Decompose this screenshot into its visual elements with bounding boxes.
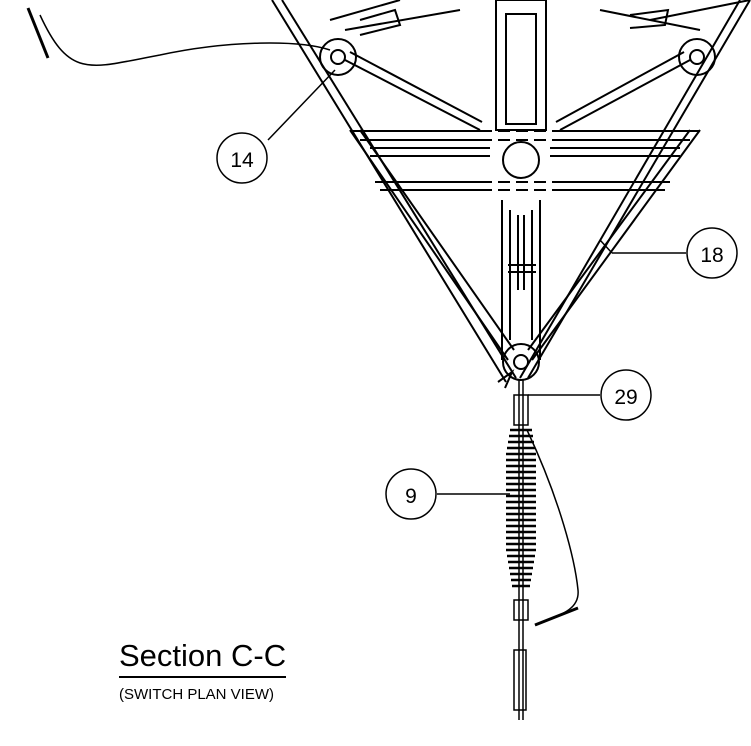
callout-18: 18 [686, 227, 738, 279]
leader-lines [267, 69, 686, 495]
callout-9: 9 [385, 468, 437, 520]
callout-29-label: 29 [614, 386, 637, 409]
callout-14-label: 14 [230, 149, 254, 172]
callout-14: 14 [216, 132, 268, 184]
section-title: Section C-C [119, 638, 287, 678]
callout-9-label: 9 [405, 485, 417, 508]
insulator-stack [506, 380, 536, 720]
section-subtitle: (SWITCH PLAN VIEW) [119, 686, 275, 703]
cable [26, 7, 579, 627]
callout-29: 29 [600, 369, 652, 421]
frame-structure [271, 0, 751, 389]
callout-18-label: 18 [700, 244, 723, 267]
